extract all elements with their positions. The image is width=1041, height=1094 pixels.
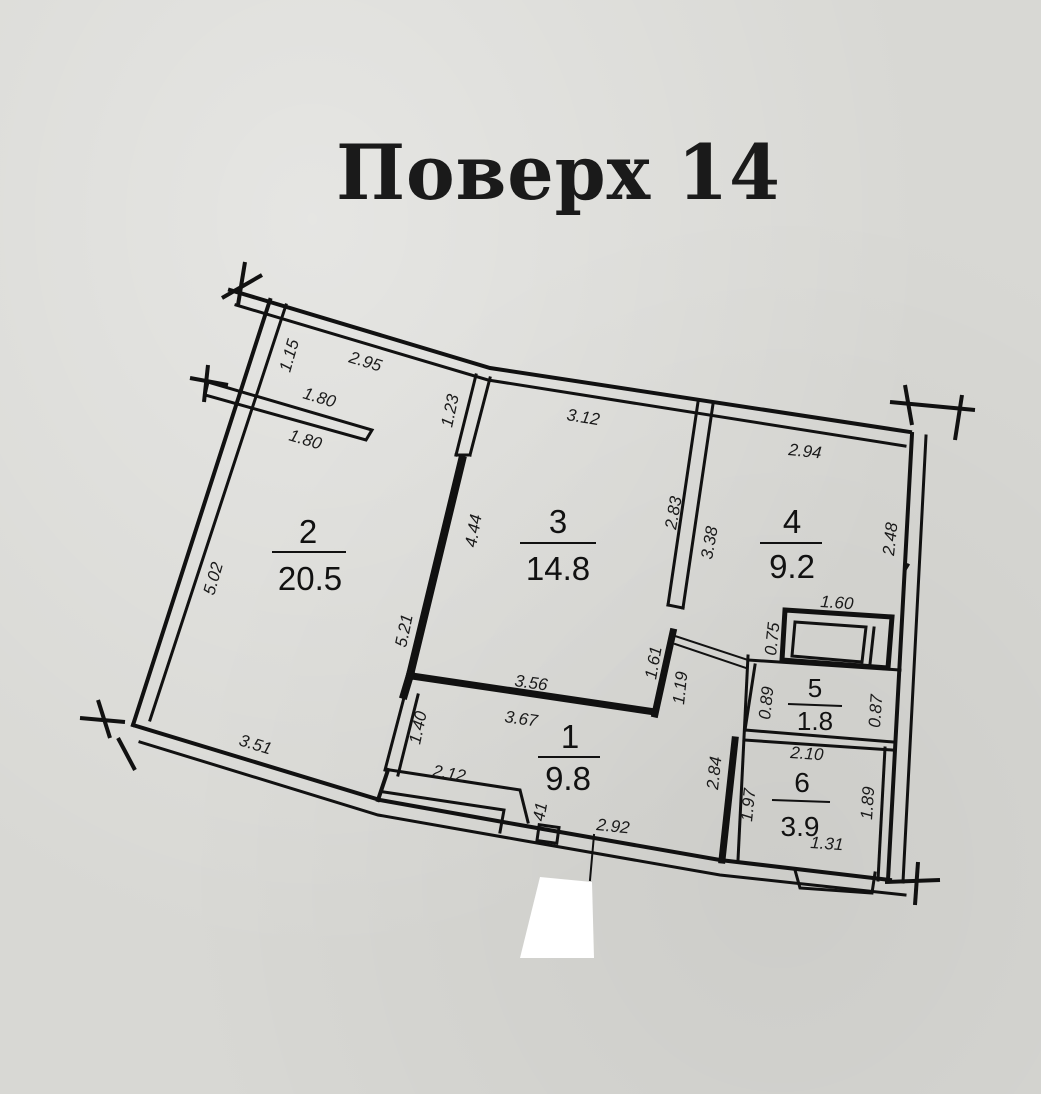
left-wall-outer — [130, 297, 273, 728]
tick-bottom-right — [884, 878, 941, 884]
dim-2-95: 2.95 — [346, 347, 385, 375]
dim-5-02: 5.02 — [200, 560, 228, 598]
bottom-wall-inner — [138, 740, 907, 897]
tick-top-right-v — [903, 384, 914, 426]
door-corridor — [673, 634, 750, 662]
room-3-number: 3 — [549, 503, 567, 540]
room-1-area: 9.8 — [545, 760, 591, 797]
duct-box-inner — [790, 620, 868, 664]
room-5-number: 5 — [808, 673, 822, 703]
room-2-area: 20.5 — [278, 560, 342, 597]
wall-2-3-top-b — [468, 376, 492, 457]
wall-3-bottom — [408, 672, 659, 716]
room-4-number: 4 — [783, 503, 801, 540]
wall-5-6-b — [742, 738, 894, 752]
corner-ticks — [79, 261, 976, 906]
dim-3-38: 3.38 — [697, 524, 722, 560]
wall-3-right-lower — [650, 627, 678, 719]
right-window-mark — [902, 562, 911, 573]
dim-2-48: 2.48 — [879, 521, 902, 557]
dim-2-84: 2.84 — [703, 756, 725, 792]
left-wall-inner — [148, 303, 288, 722]
room-5-area: 1.8 — [797, 706, 833, 736]
outer-walls — [130, 287, 928, 897]
wall-bath-left-thick — [718, 736, 739, 864]
dim-0-75: 0.75 — [761, 621, 783, 656]
room-6-rule — [771, 799, 831, 803]
room-labels: 2 20.5 3 14.8 4 9.2 1 9.8 5 1.8 6 3.9 — [272, 503, 843, 842]
tick-bottom-left-b — [116, 737, 137, 771]
bottom-wall-outer — [130, 722, 893, 883]
dim-1-60: 1.60 — [820, 592, 855, 613]
tick-bottom-right-v — [913, 861, 920, 906]
wall-6-right — [876, 746, 887, 882]
door-corridor-b — [673, 642, 748, 670]
dim-3-56: 3.56 — [513, 671, 549, 694]
entry-column — [535, 822, 561, 846]
wall-2-1-bottom — [375, 767, 391, 803]
wall-5-6-a — [743, 728, 895, 744]
dim-1-19: 1.19 — [669, 670, 691, 705]
dim-2-12: 2.12 — [430, 761, 467, 786]
wall-2-1-b — [396, 693, 420, 777]
wall-bath-left-a — [736, 654, 750, 862]
dim-1-89: 1.89 — [857, 785, 878, 820]
wall-3-4-cap — [666, 603, 685, 610]
dim-3-12: 3.12 — [565, 405, 601, 429]
dim-41: 41 — [529, 801, 551, 823]
wall-2-3-thick — [405, 455, 467, 680]
room-3-area: 14.8 — [526, 550, 590, 587]
dim-3-67: 3.67 — [503, 707, 539, 730]
tick-top-right-v2 — [953, 394, 964, 441]
floor-title: Поверх 14 — [336, 128, 781, 217]
corridor-wall-a — [388, 768, 530, 824]
duct-box-outer — [779, 607, 895, 671]
window-niche — [793, 868, 877, 895]
tick-top-left-v — [236, 261, 247, 306]
duct-box-divider — [868, 626, 876, 666]
room-1-number: 1 — [561, 718, 579, 755]
room-4-area: 9.2 — [769, 548, 815, 585]
top-wall-inner — [234, 303, 907, 448]
dim-1-40: 1.40 — [405, 709, 431, 746]
dimension-labels: 1.15 2.95 1.80 1.80 1.23 3.12 2.94 5.02 … — [200, 337, 902, 855]
dim-2-10: 2.10 — [789, 743, 825, 764]
entrance-line — [588, 833, 596, 882]
room-6-number: 6 — [794, 767, 810, 798]
dim-1-97: 1.97 — [737, 787, 759, 822]
right-wall-outer — [885, 431, 915, 883]
dim-1-31: 1.31 — [810, 833, 844, 854]
wall-5-left — [743, 663, 757, 732]
tick-bottom-left-v — [96, 699, 112, 739]
dim-5-21: 5.21 — [391, 613, 416, 649]
top-wall-outer — [227, 287, 913, 435]
dim-2-94: 2.94 — [787, 440, 823, 462]
wall-2-3-top-a — [454, 373, 478, 457]
dim-2-92: 2.92 — [595, 815, 631, 838]
entrance-marker — [520, 877, 594, 958]
wall-2-1-a — [383, 688, 408, 772]
dim-1-23: 1.23 — [437, 392, 463, 429]
room-5-rule — [787, 703, 843, 707]
dim-3-51: 3.51 — [237, 731, 274, 759]
room-2-number: 2 — [299, 513, 317, 550]
right-wall-inner — [901, 434, 928, 884]
interior-walls — [375, 373, 911, 895]
dim-0-87: 0.87 — [865, 693, 886, 728]
wall-3-4-a — [666, 400, 700, 607]
room-6-area: 3.9 — [781, 811, 820, 842]
wall-3-4-b — [681, 402, 715, 610]
dim-1-80-a: 1.80 — [301, 384, 339, 412]
balcony-partition — [203, 380, 375, 442]
corridor-niche — [382, 790, 506, 834]
dim-4-44: 4.44 — [461, 513, 485, 549]
dim-0-89: 0.89 — [755, 685, 777, 720]
dim-1-80-b: 1.80 — [287, 426, 325, 454]
dim-2-83: 2.83 — [661, 494, 686, 531]
dim-1-15: 1.15 — [276, 337, 304, 375]
wall-2-1-top — [399, 670, 415, 700]
